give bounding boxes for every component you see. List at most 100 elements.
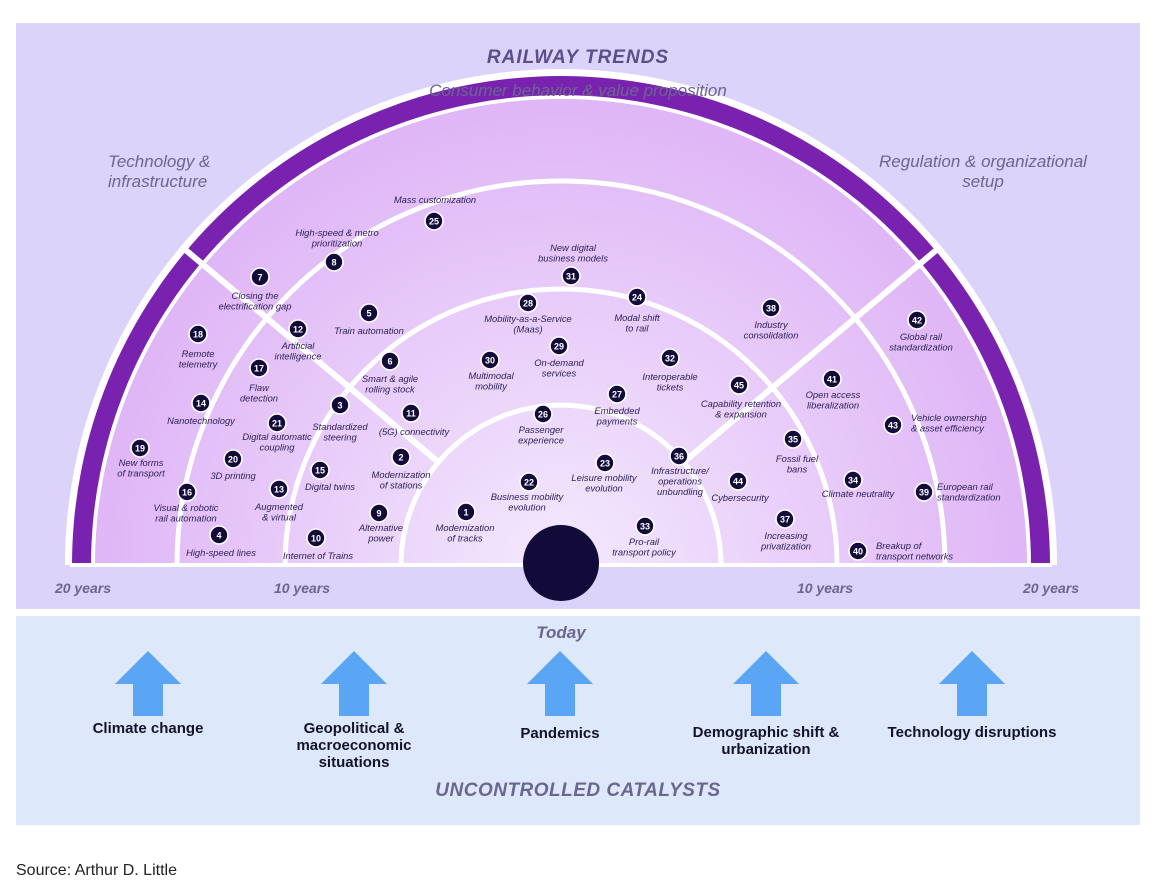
trend-badge-27 [607, 384, 627, 404]
trend-label-6-line-2: rolling stock [365, 384, 416, 395]
trend-number-30: 30 [485, 355, 495, 365]
trend-number-43: 43 [888, 420, 898, 430]
trend-label-17-line-2: detection [240, 393, 278, 404]
catalyst-3: Pandemics [520, 651, 600, 742]
trend-number-38: 38 [766, 303, 776, 313]
trend-badge-29 [549, 336, 569, 356]
trend-label-38-line-1: Industry [754, 319, 789, 330]
trend-number-5: 5 [366, 308, 371, 318]
horizon-ring-3 [398, 402, 724, 566]
sector-divider-2 [681, 243, 943, 465]
trend-label-16-line-2: rail automation [155, 513, 217, 524]
trend-label-7-line-1: Closing the [232, 290, 279, 301]
trend-label-43-line-1: Vehicle ownership [911, 412, 987, 423]
trend-number-13: 13 [274, 484, 284, 494]
source-note: Source: Arthur D. Little [16, 862, 177, 879]
trend-number-20: 20 [228, 454, 238, 464]
trend-badge-4 [209, 525, 229, 545]
trend-badge-33 [635, 516, 655, 536]
trend-label-23-line-2: evolution [585, 483, 623, 494]
trend-label-37-line-2: privatization [760, 541, 811, 552]
trend-badge-26 [533, 404, 553, 424]
trend-number-3: 3 [337, 400, 342, 410]
trend-label-32-line-1: Interoperable [642, 371, 697, 382]
catalyst-up-arrow-icon-1 [115, 651, 181, 716]
trend-badge-9 [369, 503, 389, 523]
trend-20: 20 3D printing [210, 449, 256, 481]
trend-number-2: 2 [398, 452, 403, 462]
trend-label-32-line-2: tickets [657, 382, 684, 393]
catalyst-up-arrow-icon-3 [527, 651, 593, 716]
trend-badge-34 [843, 470, 863, 490]
diagram-subtitle: Consumer behavior & value proposition [429, 81, 727, 100]
trend-number-12: 12 [293, 324, 303, 334]
trend-label-24-line-2: to rail [626, 323, 650, 334]
trend-number-1: 1 [463, 507, 468, 517]
trend-number-9: 9 [376, 508, 381, 518]
trend-number-10: 10 [311, 533, 321, 543]
trend-label-27-line-1: Embedded [594, 405, 640, 416]
trend-number-25: 25 [429, 216, 439, 226]
trend-label-25-line-1: Mass customization [394, 194, 476, 205]
catalyst-5: Technology disruptions [888, 651, 1056, 741]
catalyst-up-arrow-icon-2 [321, 651, 387, 716]
trend-label-9-line-1: Alternative [358, 522, 403, 533]
trend-label-12-line-2: intelligence [275, 351, 322, 362]
trend-label-20-line-1: 3D printing [210, 470, 256, 481]
trend-label-23-line-1: Leisure mobility [571, 472, 637, 483]
trend-number-16: 16 [182, 487, 192, 497]
trend-number-8: 8 [331, 257, 336, 267]
trend-label-30-line-1: Multimodal [468, 370, 514, 381]
trend-label-31-line-2: business models [538, 253, 608, 264]
catalyst-label-2-line-3: situations [319, 754, 390, 771]
horizon-label-right-inner: 10 years [797, 580, 853, 596]
trend-badge-36 [669, 446, 689, 466]
trend-label-29-line-2: services [542, 368, 577, 379]
trend-label-45-line-2: & expansion [715, 409, 767, 420]
catalyst-label-4-line-2: urbanization [721, 741, 810, 758]
trend-label-26-line-1: Passenger [519, 424, 565, 435]
trend-11: 11(5G) connectivity [379, 403, 450, 437]
trend-label-2-line-2: of stations [380, 480, 423, 491]
trend-label-15-line-1: Digital twins [305, 481, 355, 492]
trend-badge-21 [267, 413, 287, 433]
catalyst-label-4-line-1: Demographic shift & [693, 724, 840, 741]
trend-label-37-line-1: Increasing [764, 530, 808, 541]
trend-number-19: 19 [135, 443, 145, 453]
trend-label-29-line-1: On-demand [534, 357, 584, 368]
trend-label-40-line-2: transport networks [876, 551, 953, 562]
trend-label-8-line-2: prioritization [311, 238, 363, 249]
trend-label-26-line-2: experience [518, 435, 564, 446]
trend-label-18-line-1: Remote [182, 348, 215, 359]
trend-number-26: 26 [538, 409, 548, 419]
trend-label-18-line-2: telemetry [179, 359, 219, 370]
trend-number-44: 44 [733, 476, 743, 486]
trend-label-8-line-1: High-speed & metro [295, 227, 378, 238]
trend-number-22: 22 [524, 477, 534, 487]
horizon-ring-2 [282, 286, 840, 566]
trend-label-13-line-2: & virtual [262, 512, 297, 523]
trend-label-39-line-1: European rail [937, 481, 994, 492]
today-label: Today [536, 623, 587, 642]
trend-label-35-line-2: bans [787, 464, 808, 475]
trend-label-45-line-1: Capability retention [701, 398, 781, 409]
trend-badge-23 [595, 453, 615, 473]
